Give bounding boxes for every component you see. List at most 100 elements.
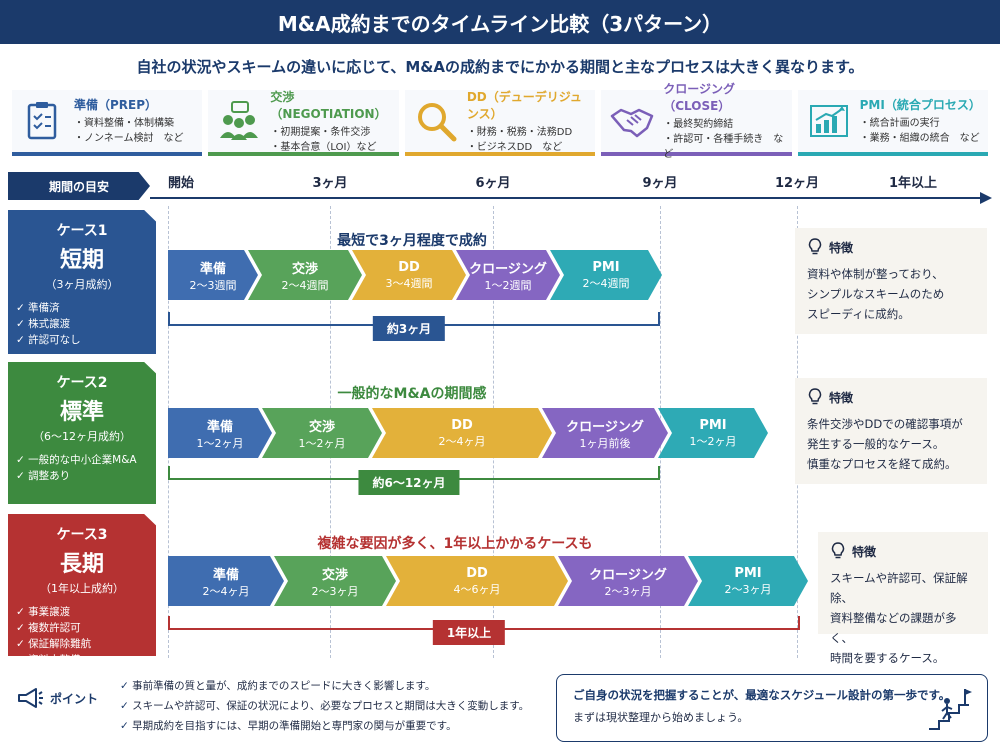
phase-item: ・統合計画の実行 xyxy=(859,118,940,129)
feature-title: 特徴 xyxy=(829,390,854,405)
timeline-axis xyxy=(150,192,992,204)
step-name: 交渉 xyxy=(308,419,335,435)
case-condition: 準備済 xyxy=(16,300,148,316)
step-name: DD xyxy=(398,259,420,275)
phase-title: PMI（統合プロセス） xyxy=(859,98,981,112)
feature-header: 特徴 xyxy=(807,388,975,406)
people-talk-icon xyxy=(216,98,262,144)
timeline-tick-2: 6ヶ月 xyxy=(475,176,511,191)
step-duration: 2〜4ヶ月 xyxy=(202,584,250,598)
timeline-tick-4: 12ヶ月 xyxy=(774,176,820,191)
page-title: M&A成約までのタイムライン比較（3パターン） xyxy=(0,0,1000,44)
case-name: 長期 xyxy=(59,552,104,577)
phase-legend: 準備（PREP） ・資料整備・体制構築 ・ノンネーム検討 など 交渉（NEGOT… xyxy=(12,82,989,160)
phase-title: クロージング（CLOSE） xyxy=(663,82,735,113)
case-label-3: ケース3 長期 （1年以上成約）事業譲渡複数許認可保証解除難航資料未整備 xyxy=(8,514,156,656)
feature-header: 特徴 xyxy=(830,542,976,560)
timeline-tick-3: 9ヶ月 xyxy=(642,176,678,191)
phase-item: ・許認可・各種手続き など xyxy=(663,134,784,160)
case-duration: （1年以上成約） xyxy=(40,582,124,595)
case-label-2: ケース2 標準 （6〜12ヶ月成約）一般的な中小企業M&A調整あり xyxy=(8,362,156,504)
case-feature-3: 特徴スキームや許認可、保証解除、資料整備などの課題が多く、時間を要するケース。 xyxy=(818,532,988,665)
case-name: 短期 xyxy=(59,248,104,273)
feature-line: 発生する一般的なケース。 xyxy=(807,437,945,451)
feature-line: シンプルなスキームのため xyxy=(807,287,945,301)
case-total-badge: 1年以上 xyxy=(432,620,506,645)
case-condition: 事業譲渡 xyxy=(16,604,148,620)
step-name: 交渉 xyxy=(321,567,348,583)
feature-title: 特徴 xyxy=(852,544,877,559)
phase-text: 準備（PREP） ・資料整備・体制構築 ・ノンネーム検討 など xyxy=(74,96,184,146)
point-item: 早期成約を目指すには、早期の準備開始と専門家の関与が重要です。 xyxy=(120,716,529,736)
megaphone-icon xyxy=(18,688,43,708)
case-feature-1: 特徴資料や体制が整っており、シンプルなスキームのためスピーディに成約。 xyxy=(795,228,987,334)
step-duration: 1〜2ヶ月 xyxy=(196,436,244,450)
phase-item: ・初期提案・条件交渉 xyxy=(270,126,371,138)
step-duration: 1〜2ヶ月 xyxy=(689,434,737,448)
step-name: PMI xyxy=(734,565,762,581)
step-name: PMI xyxy=(699,417,727,433)
step-duration: 1〜2週間 xyxy=(484,278,532,292)
point-item: 事前準備の質と量が、成約までのスピードに大きく影響します。 xyxy=(120,676,529,696)
step-duration: 2〜4ヶ月 xyxy=(438,434,486,448)
case-number: ケース1 xyxy=(56,223,108,239)
phase-card-3: クロージング（CLOSE） ・最終契約締結 ・許認可・各種手続き など xyxy=(601,82,792,160)
case-headline-2: 一般的なM&Aの期間感 xyxy=(337,386,487,402)
phase-item: ・基本合意（LOI）など xyxy=(270,141,377,153)
phase-text: クロージング（CLOSE） ・最終契約締結 ・許認可・各種手続き など xyxy=(663,80,783,162)
feature-line: スピーディに成約。 xyxy=(807,307,910,321)
step-name: クロージング xyxy=(589,567,667,583)
message-box: ご自身の状況を把握することが、最適なスケジュール設計の第一歩です。 まずは現状整… xyxy=(556,674,988,742)
lightbulb-icon xyxy=(808,388,822,405)
case-label-1: ケース1 短期 （3ヶ月成約）準備済株式譲渡許認可なし xyxy=(8,210,156,354)
point-list: 事前準備の質と量が、成約までのスピードに大きく影響します。 スキームや許認可、保… xyxy=(120,676,529,736)
point-label: ポイント xyxy=(16,686,98,710)
phase-card-2: DD（デューデリジュンス） ・財務・税務・法務DD ・ビジネスDD など xyxy=(404,89,596,156)
feature-line: スキームや許認可、保証解除、 xyxy=(830,571,968,605)
step-duration: 2〜4週間 xyxy=(281,278,329,292)
feature-line: 条件交渉やDDでの確認事項が xyxy=(807,417,963,431)
step-name: 準備 xyxy=(199,261,226,277)
step-duration: 4〜6ヶ月 xyxy=(453,582,501,596)
case-condition: 資料未整備 xyxy=(16,652,148,656)
feature-header: 特徴 xyxy=(807,238,975,256)
timeline-tick-1: 3ヶ月 xyxy=(312,176,348,191)
phase-text: 交渉（NEGOTIATION） ・初期提案・条件交渉 ・基本合意（LOI）など xyxy=(270,88,390,155)
phase-title: DD（デューデリジュンス） xyxy=(466,89,582,121)
phase-card-4: PMI（統合プロセス） ・統合計画の実行 ・業務・組織の統合 など xyxy=(797,90,989,156)
lightbulb-icon xyxy=(808,238,822,255)
phase-item: ・ビジネスDD など xyxy=(466,141,563,153)
feature-line: 資料整備などの課題が多く、 xyxy=(830,611,957,645)
case-total-badge: 約3ヶ月 xyxy=(372,316,446,341)
phase-item: ・資料整備・体制構築 xyxy=(74,118,174,129)
step-duration: 2〜3ヶ月 xyxy=(724,582,772,596)
step-duration: 2〜4週間 xyxy=(582,276,630,290)
case-condition: 調整あり xyxy=(16,468,148,484)
timeline-tick-5: 1年以上 xyxy=(888,176,938,191)
stairs-flag-icon xyxy=(929,689,972,730)
phase-text: PMI（統合プロセス） ・統合計画の実行 ・業務・組織の統合 など xyxy=(859,96,981,146)
phase-card-1: 交渉（NEGOTIATION） ・初期提案・条件交渉 ・基本合意（LOI）など xyxy=(208,88,399,156)
message-line-2: まずは現状整理から始めましょう。 xyxy=(573,711,749,724)
step-name: クロージング xyxy=(469,261,547,277)
handshake-icon xyxy=(609,98,655,144)
case-condition: 一般的な中小企業M&A xyxy=(16,452,148,468)
step-duration: 1〜2ヶ月 xyxy=(298,436,346,450)
growth-chart-icon xyxy=(806,98,852,144)
case-condition: 許認可なし xyxy=(16,332,148,348)
step-duration: 3〜4週間 xyxy=(385,276,433,290)
phase-card-0: 準備（PREP） ・資料整備・体制構築 ・ノンネーム検討 など xyxy=(12,90,203,156)
case-number: ケース3 xyxy=(56,527,108,543)
